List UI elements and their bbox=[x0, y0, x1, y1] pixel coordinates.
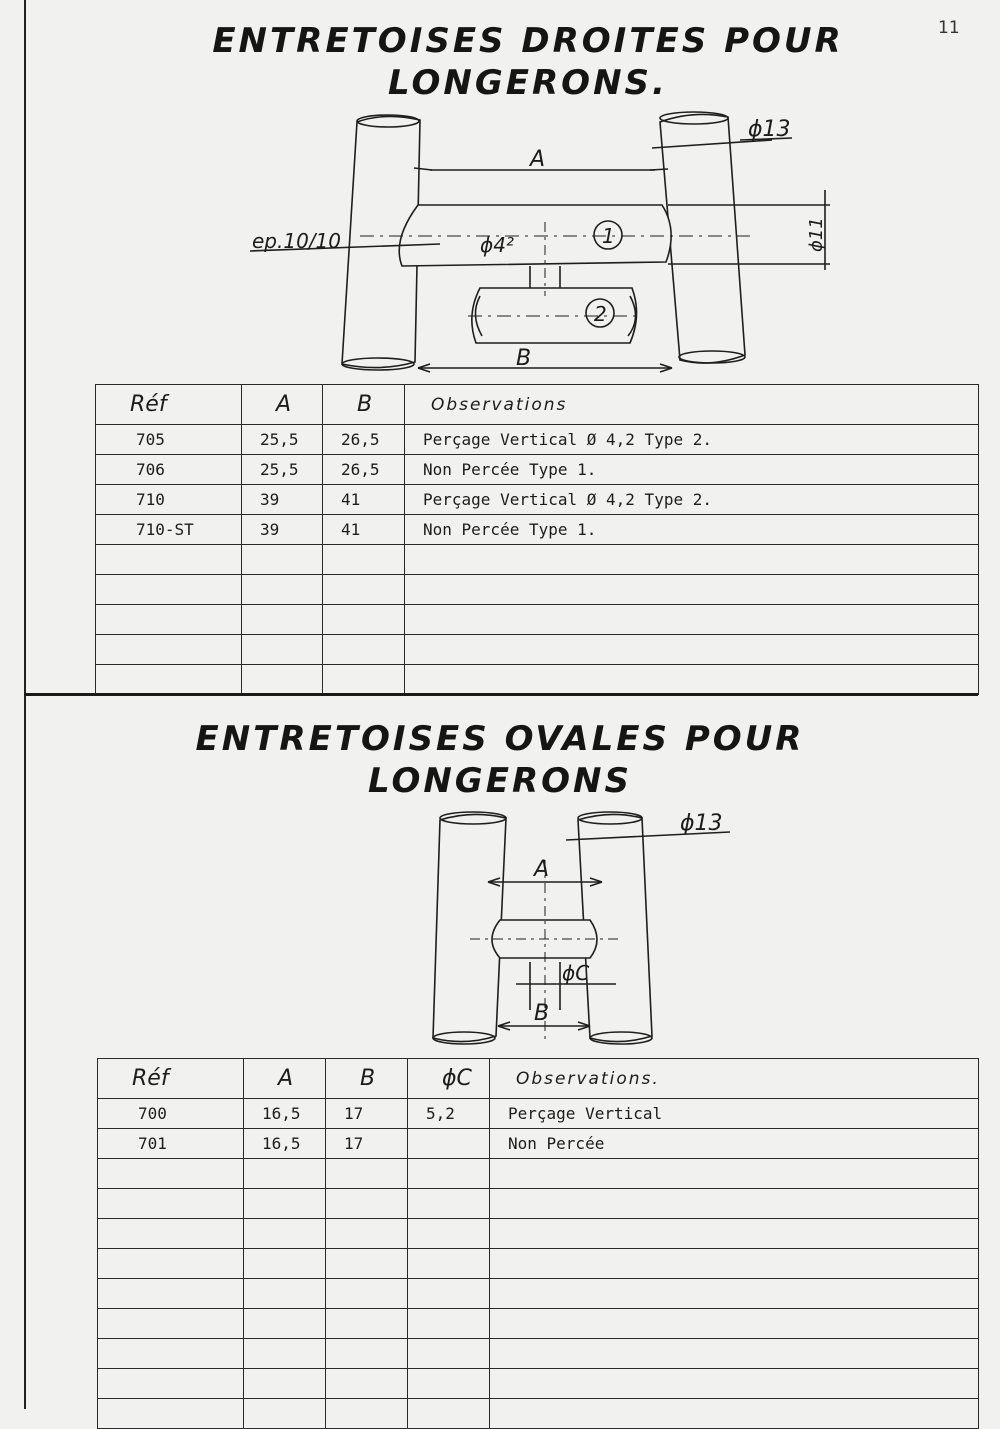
table-row bbox=[97, 1368, 979, 1399]
ref-cell: 701 bbox=[97, 1128, 244, 1159]
table-row bbox=[97, 1398, 979, 1429]
b-cell: 41 bbox=[322, 514, 405, 545]
section2-title: ENTRETOISES OVALES POUR LONGERONS bbox=[0, 718, 1000, 802]
observations-cell: Perçage Vertical Ø 4,2 Type 2. bbox=[404, 484, 979, 515]
observations-cell: Non Percée Type 1. bbox=[404, 514, 979, 545]
page-number: 11 bbox=[938, 18, 960, 38]
observations-cell: Perçage Vertical bbox=[489, 1098, 979, 1129]
a-cell: 25,5 bbox=[241, 454, 323, 485]
c-cell: 5,2 bbox=[407, 1098, 490, 1129]
marker-1-label: 1 bbox=[602, 224, 615, 248]
ref-cell: 706 bbox=[95, 454, 242, 485]
table-row bbox=[97, 1248, 979, 1279]
section2-title-line2: LONGERONS bbox=[368, 761, 632, 801]
b-cell: 26,5 bbox=[322, 424, 405, 455]
hole-dia-label: ϕC bbox=[562, 961, 589, 985]
col-a-header: A bbox=[243, 1058, 326, 1099]
dim-a-label: A bbox=[532, 857, 549, 882]
dim-a-label: A bbox=[528, 147, 545, 172]
c-cell bbox=[407, 1128, 490, 1159]
a-cell: 39 bbox=[241, 514, 323, 545]
col-b-header: B bbox=[325, 1058, 408, 1099]
table-header-row: Réf A B Observations bbox=[95, 384, 979, 425]
col-c-header: ϕC bbox=[407, 1058, 490, 1099]
height-label: ϕ11 bbox=[806, 217, 827, 252]
b-cell: 17 bbox=[325, 1128, 408, 1159]
table-row bbox=[97, 1278, 979, 1309]
page-left-edge bbox=[24, 0, 26, 1409]
table-row bbox=[97, 1188, 979, 1219]
observations-cell: Non Percée Type 1. bbox=[404, 454, 979, 485]
ref-cell: 710-ST bbox=[95, 514, 242, 545]
a-cell: 16,5 bbox=[243, 1098, 326, 1129]
table-row bbox=[97, 1218, 979, 1249]
table-row bbox=[97, 1158, 979, 1189]
b-cell: 26,5 bbox=[322, 454, 405, 485]
tube-dia-label: ϕ13 bbox=[680, 811, 723, 836]
col-ref-header: Réf bbox=[97, 1058, 244, 1099]
col-b-header: B bbox=[322, 384, 405, 425]
ref-cell: 700 bbox=[97, 1098, 244, 1129]
col-ref-header: Réf bbox=[95, 384, 242, 425]
table-row bbox=[95, 544, 979, 575]
table-row bbox=[95, 574, 979, 605]
ref-cell: 705 bbox=[95, 424, 242, 455]
section2-title-line1: ENTRETOISES OVALES POUR bbox=[195, 719, 805, 759]
section-divider bbox=[24, 693, 978, 696]
table-header-row: Réf A B ϕC Observations. bbox=[97, 1058, 979, 1099]
table-row bbox=[97, 1338, 979, 1369]
table-row bbox=[95, 664, 979, 695]
section1-title: ENTRETOISES DROITES POUR LONGERONS. bbox=[28, 20, 1000, 104]
tube-dia-label: ϕ13 bbox=[748, 117, 791, 142]
marker-2-label: 2 bbox=[594, 302, 607, 326]
thickness-label: ep.10/10 bbox=[252, 229, 341, 253]
hole-dia-label: ϕ4² bbox=[480, 233, 514, 257]
col-observations-header: Observations. bbox=[489, 1058, 979, 1099]
dim-b-label: B bbox=[516, 346, 531, 371]
col-observations-header: Observations bbox=[404, 384, 979, 425]
a-cell: 16,5 bbox=[243, 1128, 326, 1159]
table-row bbox=[95, 634, 979, 665]
ref-cell: 710 bbox=[95, 484, 242, 515]
dim-b-label: B bbox=[534, 1001, 549, 1026]
section1-title-line2: LONGERONS. bbox=[388, 63, 668, 103]
drawing-oval-spacer: A B ϕ13 ϕC bbox=[432, 811, 731, 1045]
table-row bbox=[97, 1308, 979, 1339]
drawing-straight-spacer: A B ϕ13 ep.10/10 ϕ4² ϕ11 1 2 bbox=[249, 111, 830, 373]
b-cell: 17 bbox=[325, 1098, 408, 1129]
a-cell: 39 bbox=[241, 484, 323, 515]
observations-cell: Perçage Vertical Ø 4,2 Type 2. bbox=[404, 424, 979, 455]
section1-title-line1: ENTRETOISES DROITES POUR bbox=[212, 21, 844, 61]
table-row bbox=[95, 604, 979, 635]
observations-cell: Non Percée bbox=[489, 1128, 979, 1159]
